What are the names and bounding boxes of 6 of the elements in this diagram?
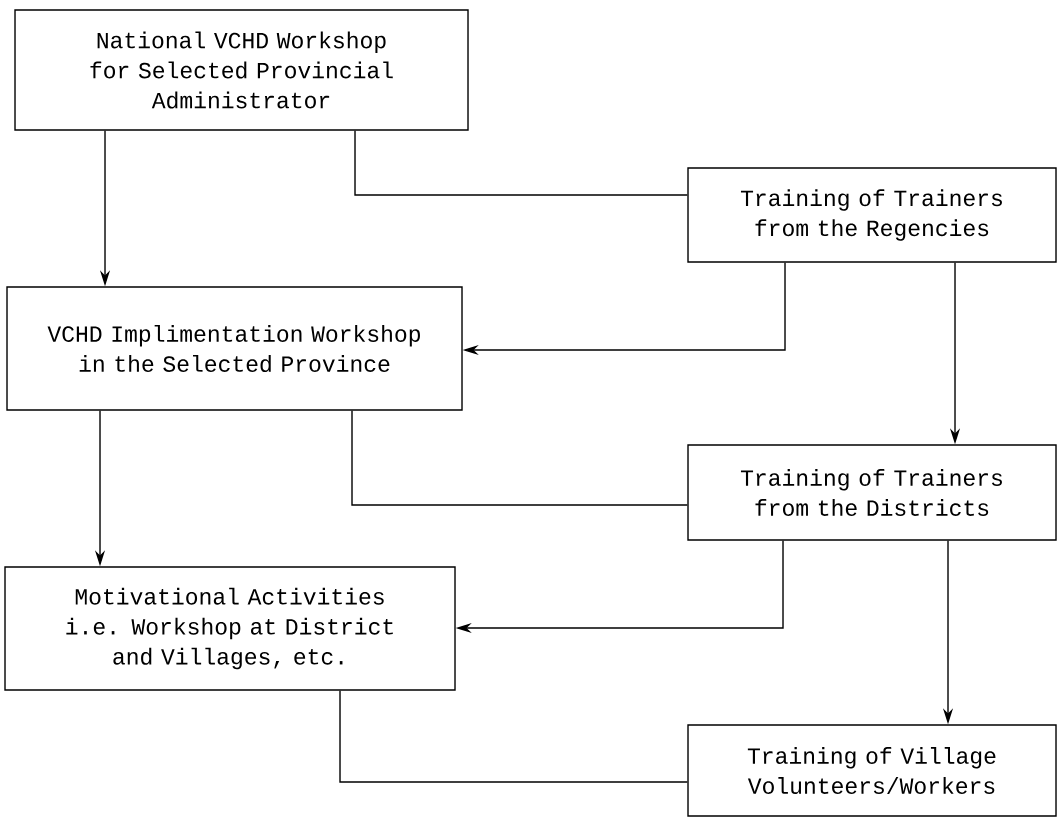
- process-box: Motivational Activities i.e. Workshop at District and Villages, etc.: [4, 566, 456, 691]
- process-box: National VCHD Workshop for Selected Provincial Administrator: [14, 9, 469, 131]
- process-box: Training of Trainers from the Regencies: [687, 167, 1057, 263]
- process-box: VCHD Implimentation Workshop in the Selected Province: [6, 286, 463, 411]
- process-box: Training of Village Volunteers/Workers: [687, 724, 1057, 817]
- process-box: Training of Trainers from the Districts: [687, 444, 1057, 541]
